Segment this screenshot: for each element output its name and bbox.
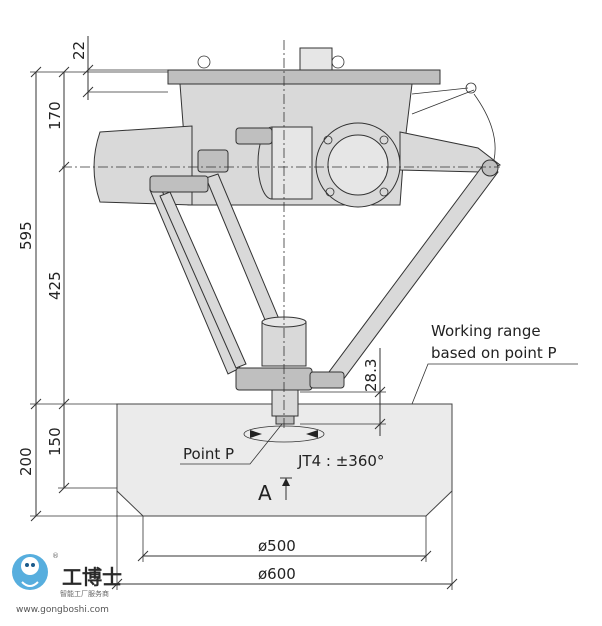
point-p-label: Point P <box>183 445 234 463</box>
dim-22: 22 <box>70 41 88 60</box>
robot-base-housing <box>93 47 502 208</box>
robot-arms <box>149 127 499 385</box>
dim-28-3-lines <box>300 348 386 436</box>
watermark-reg-mark: ® <box>52 552 59 560</box>
watermark-tagline: 智能工厂服务商 <box>60 589 109 598</box>
jt4-rotation-arrow <box>243 425 325 443</box>
working-range-label-2: based on point P <box>431 344 557 362</box>
view-a-label: A <box>258 481 272 505</box>
point-p-leader <box>180 423 283 465</box>
dim-170: 170 <box>46 101 64 130</box>
dim-28-3: 28.3 <box>362 359 380 392</box>
dim-200: 200 <box>17 447 35 476</box>
working-range-label-1: Working range <box>431 322 541 340</box>
dim-dia-600: ø600 <box>258 565 296 583</box>
dim-425: 425 <box>46 271 64 300</box>
jt4-label: JT4 : ±360° <box>297 452 384 470</box>
watermark-logo <box>12 554 48 590</box>
working-range-leader <box>411 363 578 405</box>
dim-150: 150 <box>46 427 64 456</box>
dim-595: 595 <box>17 221 35 250</box>
bottom-dimensions <box>111 491 458 590</box>
watermark-url: www.gongboshi.com <box>16 605 109 615</box>
left-dimensions <box>30 36 168 522</box>
view-a-arrow <box>280 477 292 500</box>
dim-dia-500: ø500 <box>258 537 296 555</box>
watermark-brand: 工博士 <box>62 565 122 589</box>
